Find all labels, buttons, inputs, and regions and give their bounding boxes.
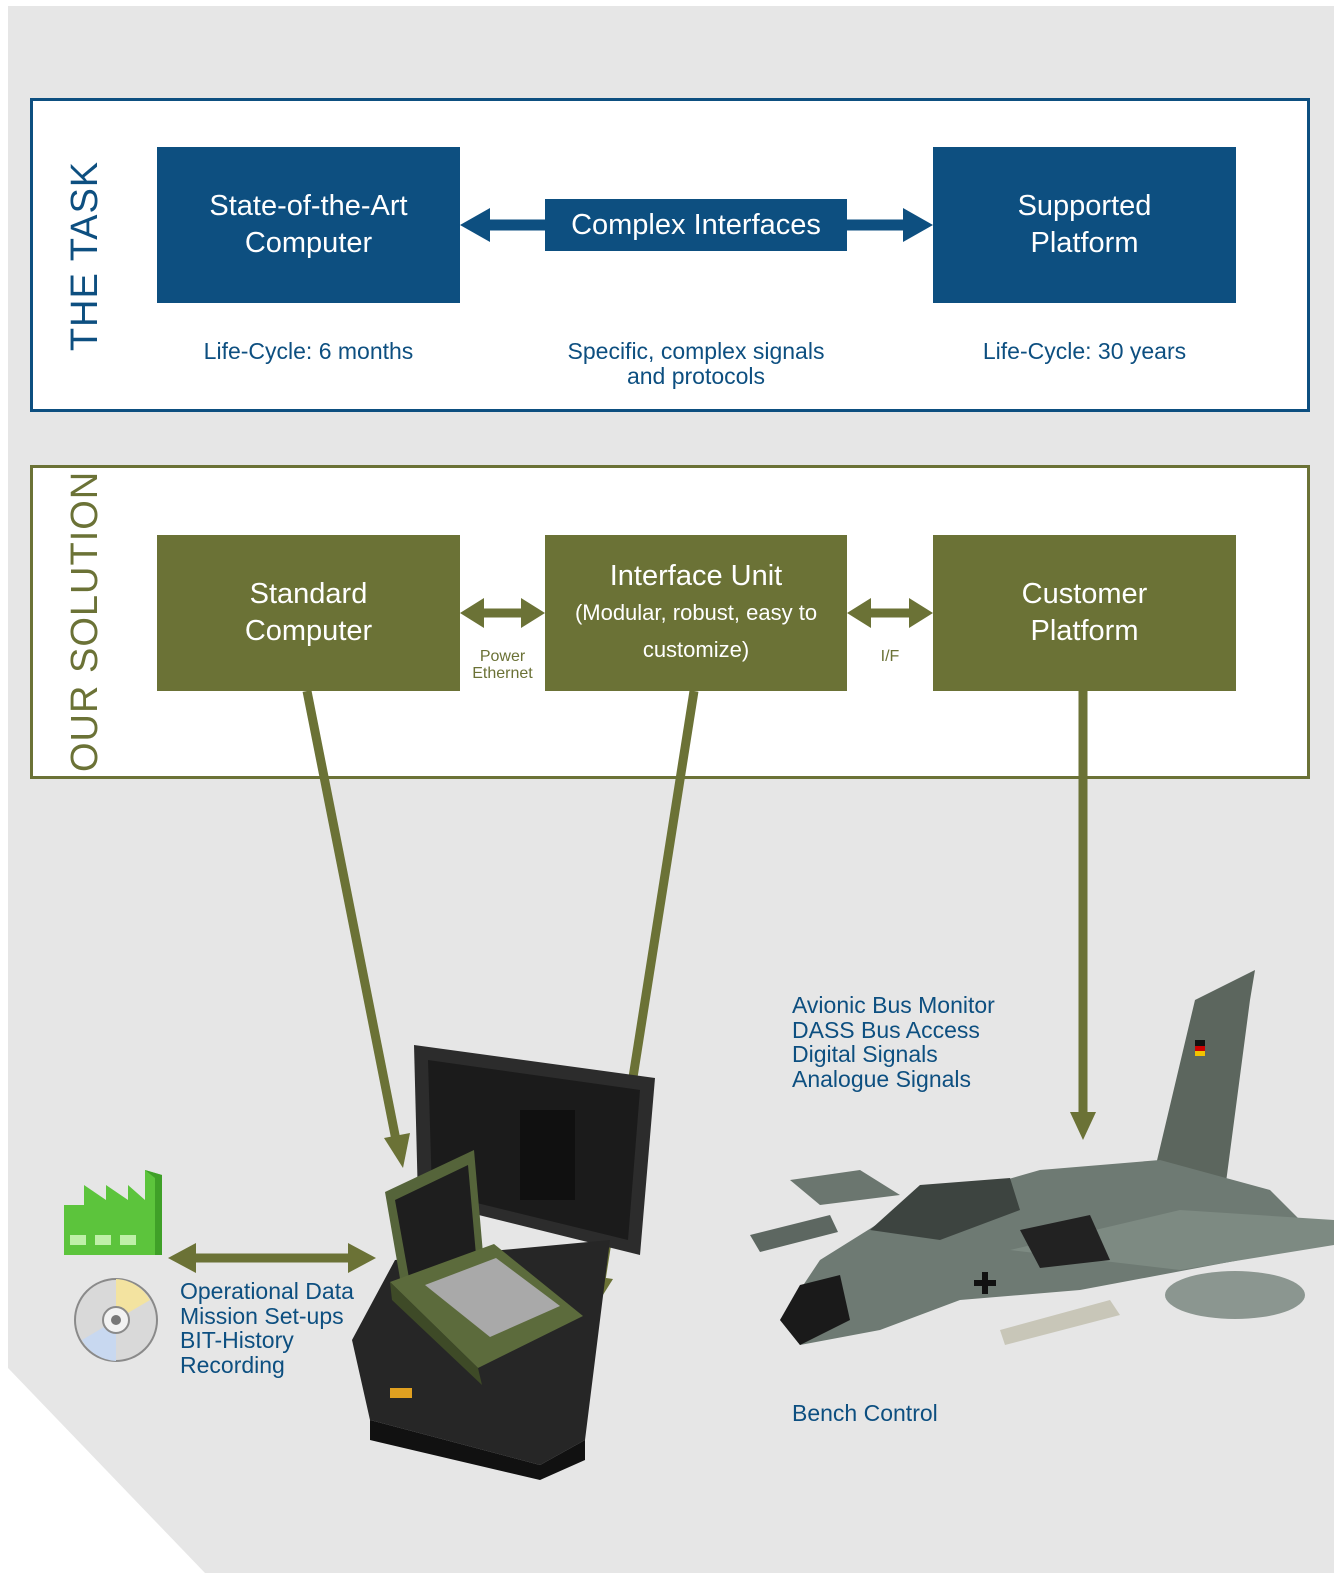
standard-computer-label: Standard Computer bbox=[244, 578, 373, 647]
data-feature-list: Operational Data Mission Set-ups BIT-His… bbox=[180, 1279, 354, 1377]
list-item: DASS Bus Access bbox=[792, 1016, 980, 1043]
state-of-the-art-computer-box: State-of-the-Art Computer bbox=[157, 147, 460, 303]
computer-to-case-arrow bbox=[302, 690, 410, 1168]
task-left-arrow bbox=[460, 208, 545, 242]
bench-control-label: Bench Control bbox=[792, 1400, 938, 1426]
tornado-jet bbox=[750, 970, 1334, 1345]
supported-platform-label: Supported Platform bbox=[1017, 190, 1152, 259]
interface-unit-title: Interface Unit bbox=[609, 560, 783, 592]
list-item: Operational Data bbox=[180, 1278, 354, 1304]
factory-icon bbox=[64, 1170, 162, 1255]
list-item: BIT-History bbox=[180, 1327, 294, 1353]
complex-interfaces-label: Complex Interfaces bbox=[571, 208, 821, 241]
interfaces-caption-line2: and protocols bbox=[626, 363, 766, 389]
list-item: Analogue Signals bbox=[792, 1065, 972, 1092]
list-item: Recording bbox=[180, 1351, 285, 1378]
interface-unit-subtitle: (Modular, robust, easy to customize) bbox=[574, 600, 818, 662]
bench-feature-list: Avionic Bus Monitor DASS Bus Access Digi… bbox=[792, 993, 995, 1091]
customer-platform-label: Customer Platform bbox=[1021, 578, 1148, 647]
cd-icon bbox=[74, 1278, 158, 1362]
power-label: Power bbox=[479, 648, 526, 665]
customer-platform-box: Customer Platform bbox=[933, 535, 1236, 691]
interface-unit-box: Interface Unit (Modular, robust, easy to… bbox=[545, 535, 847, 691]
power-ethernet-arrow bbox=[460, 598, 545, 628]
data-exchange-arrow bbox=[168, 1243, 376, 1273]
if-arrow bbox=[847, 598, 933, 628]
state-of-the-art-computer-label: State-of-the-Art Computer bbox=[209, 190, 408, 259]
interfaces-caption: Specific, complex signals and protocols bbox=[520, 339, 872, 389]
computer-lifecycle-caption: Life-Cycle: 6 months bbox=[203, 338, 414, 364]
if-caption: I/F bbox=[880, 648, 900, 665]
list-item: Mission Set-ups bbox=[180, 1302, 344, 1329]
standard-computer-box: Standard Computer bbox=[157, 535, 460, 691]
supported-platform-box: Supported Platform bbox=[933, 147, 1236, 303]
complex-interfaces-box: Complex Interfaces bbox=[545, 199, 847, 251]
platform-to-jet-arrow bbox=[1070, 691, 1096, 1140]
task-right-arrow bbox=[847, 208, 933, 242]
list-item: Avionic Bus Monitor bbox=[792, 992, 995, 1018]
interfaces-caption-line1: Specific, complex signals bbox=[567, 338, 825, 364]
rugged-laptop-case bbox=[352, 1045, 655, 1480]
power-ethernet-caption: Power Ethernet bbox=[460, 648, 545, 682]
ethernet-label: Ethernet bbox=[472, 665, 533, 682]
list-item: Digital Signals bbox=[792, 1041, 938, 1067]
platform-lifecycle-caption: Life-Cycle: 30 years bbox=[982, 338, 1187, 364]
